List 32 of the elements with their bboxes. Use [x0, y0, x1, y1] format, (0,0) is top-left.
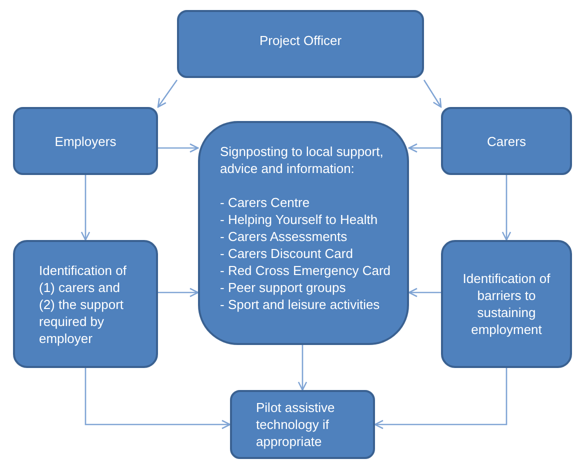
box-heading: Signposting to local support, advice and information:: [220, 143, 384, 177]
arrow: [374, 368, 508, 430]
arrow: [80, 175, 90, 241]
list-item: - Peer support groups: [220, 279, 346, 296]
process-box: [230, 390, 375, 459]
arrow: [158, 288, 199, 298]
list-item: - Carers Discount Card: [220, 245, 353, 262]
arrow: [502, 175, 512, 241]
process-box: [441, 240, 572, 368]
process-box: [13, 107, 158, 175]
list-item: - Helping Yourself to Health: [220, 211, 378, 228]
arrow: [84, 368, 231, 430]
box-label: Identification of barriers to sustaining employment: [462, 270, 552, 338]
box-label: Pilot assistive technology if appropriate: [256, 399, 336, 450]
list-item: - Carers Assessments: [220, 228, 348, 245]
box-label: Carers: [486, 132, 526, 150]
list-item: - Carers Centre: [220, 194, 310, 211]
arrow: [158, 143, 199, 153]
box-label: Employers: [54, 132, 116, 150]
process-box: [177, 10, 424, 78]
process-box: [13, 240, 158, 368]
list-item: - Sport and leisure activities: [220, 296, 380, 313]
list-item: - Red Cross Emergency Card: [220, 262, 390, 279]
arrow: [157, 80, 178, 108]
process-box: [441, 107, 572, 175]
box-label: Identification of (1) carers and (2) the support required by employer: [39, 262, 128, 346]
arrow: [408, 143, 441, 153]
box-label: Project Officer: [259, 32, 342, 49]
arrow: [408, 288, 441, 298]
process-box: [198, 121, 409, 345]
arrow: [423, 80, 442, 108]
arrow: [298, 345, 308, 391]
